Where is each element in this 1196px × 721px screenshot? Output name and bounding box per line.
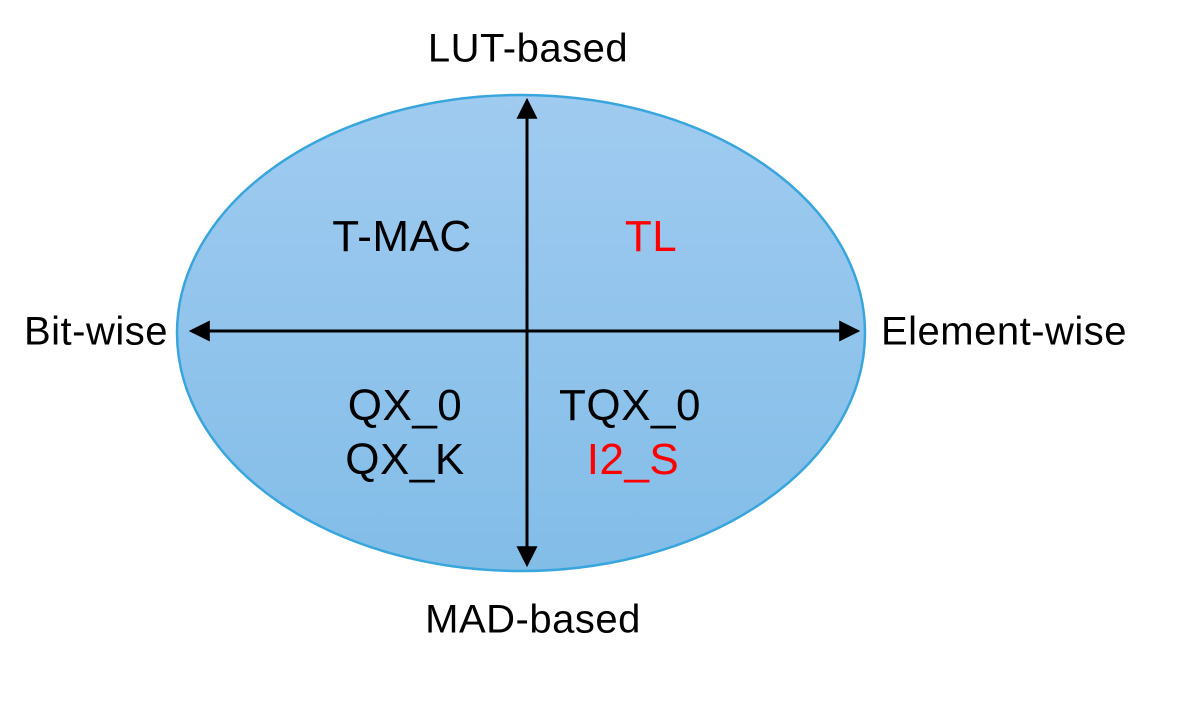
axis-label-element-wise: Element-wise xyxy=(880,309,1128,354)
quadrant-item-t-mac: T-MAC xyxy=(332,212,472,261)
axis-label-lut-based: LUT-based xyxy=(427,26,629,71)
quadrant-item-tqx-0: TQX_0 xyxy=(559,381,701,430)
venn-ellipse xyxy=(175,93,867,573)
quadrant-item-tl: TL xyxy=(624,212,678,261)
quadrant-item-i2-s: I2_S xyxy=(586,435,680,484)
axis-label-mad-based: MAD-based xyxy=(425,597,641,642)
quadrant-item-qx-k: QX_K xyxy=(345,435,465,484)
quadrant-item-qx-0: QX_0 xyxy=(347,381,463,430)
axis-label-bit-wise: Bit-wise xyxy=(23,309,169,354)
